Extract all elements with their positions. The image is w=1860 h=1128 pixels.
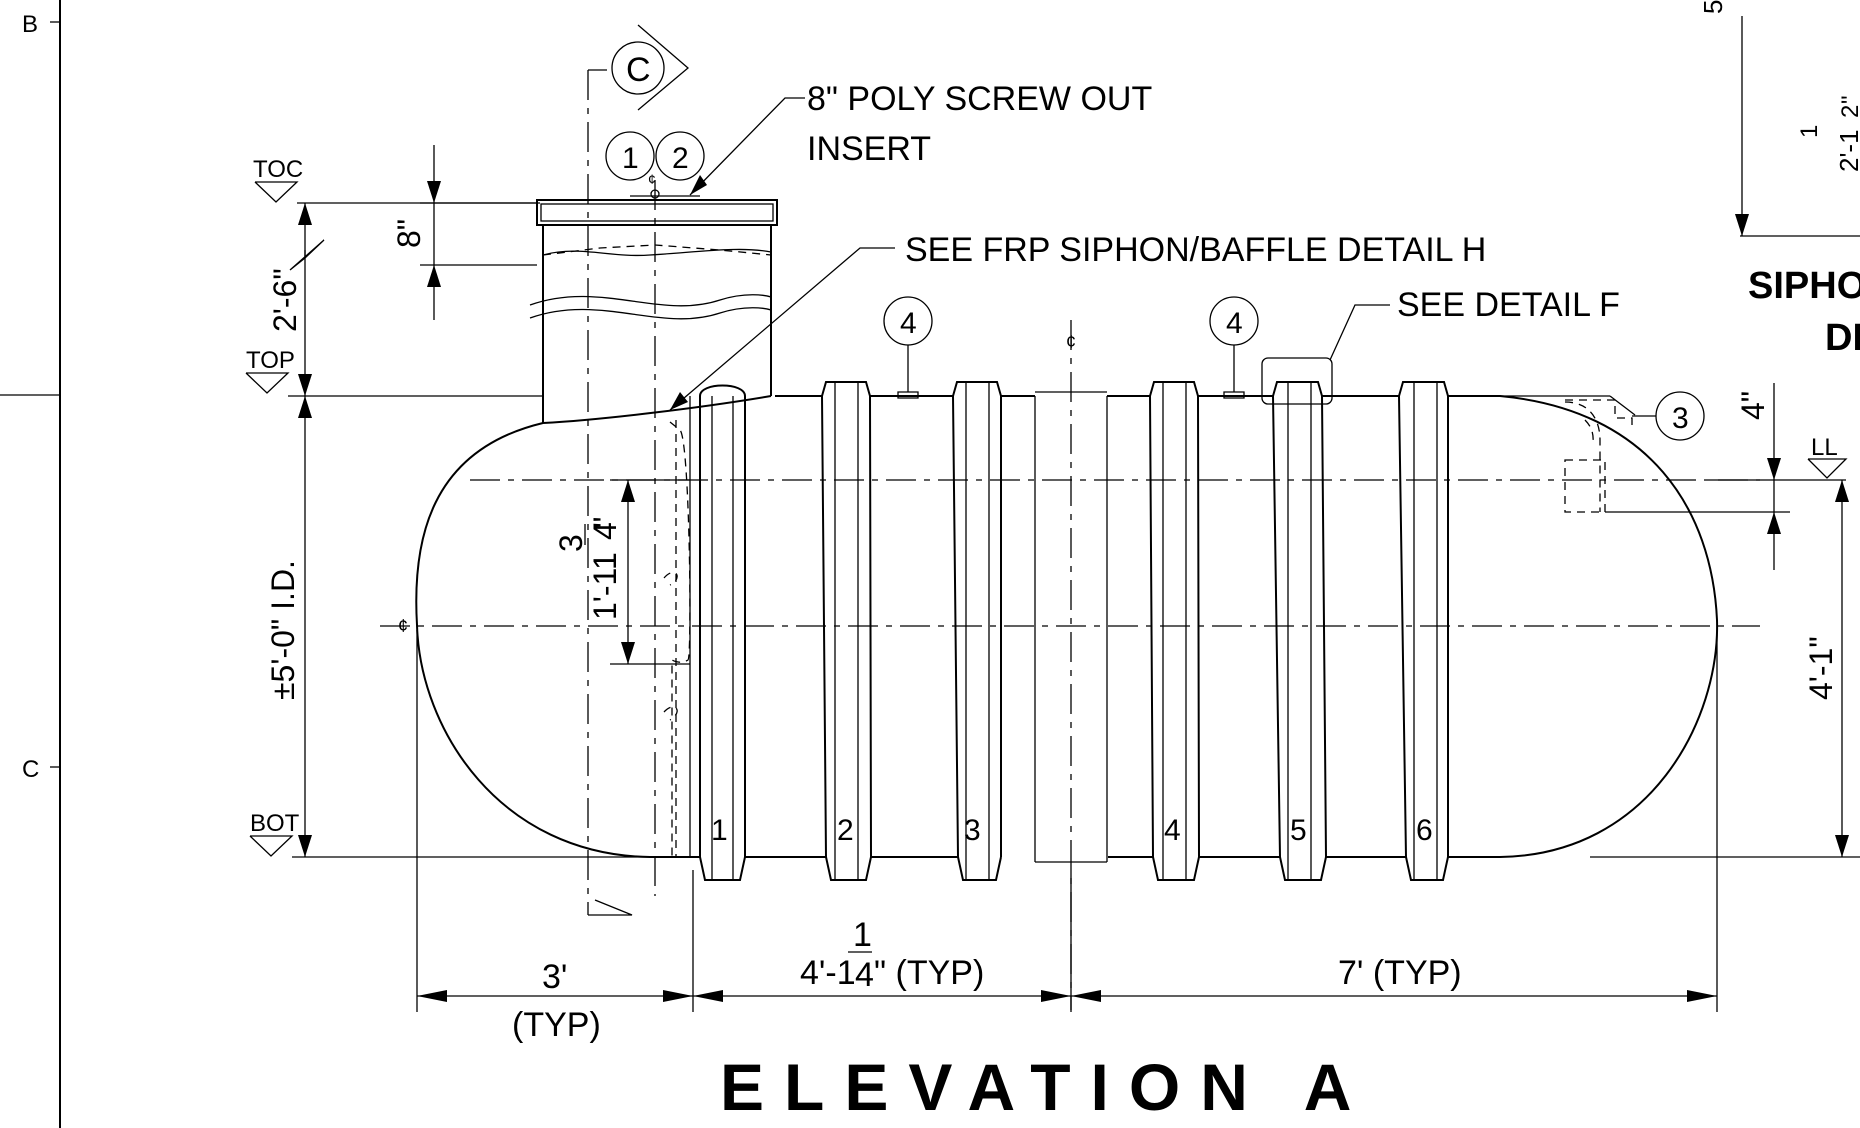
dim-half-length: 7' (TYP) [1338, 954, 1462, 992]
partial-dim-frac: 2'-1 [1834, 129, 1860, 172]
rib-label-5: 5 [1290, 814, 1307, 847]
dim-rib-den: 4 [855, 956, 874, 994]
partial-dim-frac-num: 1 [1796, 125, 1823, 138]
elev-bot: BOT [250, 810, 300, 837]
tank-ribs: 1 2 3 4 5 6 [699, 381, 1449, 881]
dim-rib-spacing: 4'-1 [800, 954, 856, 992]
outlet-pipe [1500, 395, 1636, 513]
callout-2: 2 [672, 142, 689, 175]
rib-label-6: 6 [1416, 814, 1433, 847]
dim-baffle-num: 3 [553, 534, 589, 552]
callout-3: 3 [1672, 402, 1689, 435]
rib-6 [1398, 381, 1449, 881]
dim-lid-offset: 8" [391, 219, 427, 248]
svg-text:": " [587, 517, 623, 528]
callout-1: 1 [622, 142, 639, 175]
dim-outlet-height: 4'-1" [1803, 636, 1839, 700]
baffle-hidden [663, 420, 691, 857]
dim-baffle-base: 1'-11 [587, 552, 623, 620]
rib-2 [821, 381, 872, 881]
grid-row-c-label: C [22, 756, 39, 783]
rib-label-3: 3 [964, 814, 981, 847]
rib-label-2: 2 [837, 814, 854, 847]
rib-label-1: 1 [711, 814, 728, 847]
callout-4a: 4 [900, 307, 917, 340]
drawing-title: ELEVATION A [720, 1050, 1371, 1124]
side-title-line2: DE [1825, 317, 1860, 359]
dim-riser-height: 2'-6" [267, 268, 303, 332]
dim-rib-note: " (TYP) [874, 954, 984, 992]
dim-inside-diameter: ±5'-0" I.D. [265, 560, 301, 700]
dim-end-cap-note: (TYP) [512, 1006, 601, 1044]
svg-text:¢: ¢ [648, 171, 656, 187]
elev-top: TOP [246, 347, 295, 374]
svg-text:¢: ¢ [1066, 332, 1076, 352]
elev-toc: TOC [253, 156, 303, 183]
partial-dim-top: 5 [1698, 0, 1728, 14]
note-detail-f: SEE DETAIL F [1397, 286, 1620, 324]
rib-4 [1149, 381, 1200, 881]
callout-4b: 4 [1226, 307, 1243, 340]
dim-rib-num: 1 [853, 916, 872, 954]
rib-1 [699, 384, 746, 881]
sheet-border: B C [0, 0, 61, 1128]
dimensions: 2'-6" 8" ±5'-0" I.D. 3 1'-11 4 " 4" [265, 145, 1860, 1044]
note-siphon-detail: SEE FRP SIPHON/BAFFLE DETAIL H [905, 231, 1486, 269]
dim-baffle-den: 4 [587, 522, 623, 540]
notes: 8" POLY SCREW OUT INSERT SEE FRP SIPHON/… [669, 80, 1620, 411]
grid-row-b-label: B [22, 11, 38, 38]
elev-ll: LL [1811, 434, 1838, 461]
dim-outlet-drop: 4" [1735, 391, 1771, 420]
svg-text:¢: ¢ [398, 616, 408, 636]
callout-bubbles: 1 2 4 4 3 [605, 131, 1705, 441]
tank-body [415, 391, 1719, 863]
partial-dim-tail: " [1837, 95, 1860, 104]
rib-3 [952, 381, 1002, 881]
rib-5 [1272, 381, 1327, 881]
section-marker-c[interactable]: C [588, 24, 690, 916]
partial-side-view: 5 1 2'-1 2 " SIPHO DE [1698, 0, 1860, 359]
side-title-line1: SIPHO [1748, 265, 1860, 307]
partial-dim-frac-den: 2 [1837, 105, 1860, 118]
note-poly-insert-line1: 8" POLY SCREW OUT [807, 80, 1152, 118]
rib-label-4: 4 [1164, 814, 1181, 847]
note-poly-insert-line2: INSERT [807, 130, 931, 168]
section-marker-label: C [626, 51, 651, 89]
dim-end-cap: 3' [542, 958, 567, 996]
